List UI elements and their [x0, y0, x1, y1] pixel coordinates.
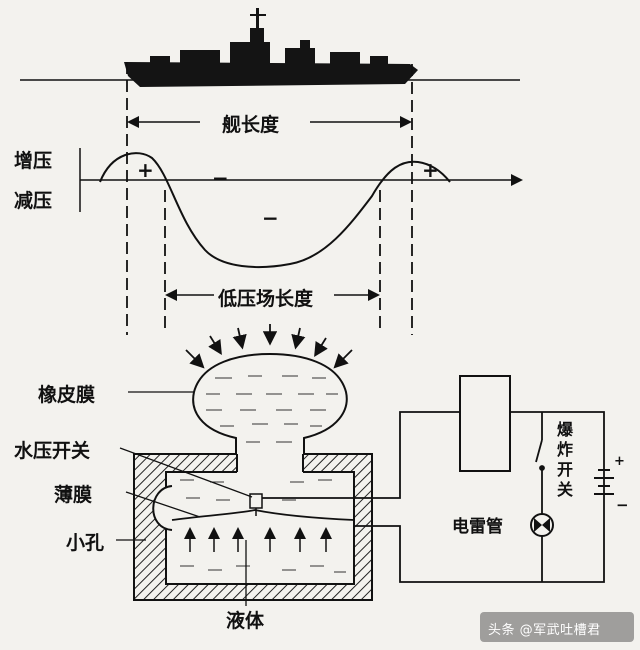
thin-film-label: 薄膜 — [54, 484, 93, 506]
rubber-membrane-label: 橡皮膜 — [38, 384, 96, 406]
circuit-wiring — [262, 411, 605, 583]
small-hole-label: 小孔 — [66, 532, 105, 554]
watermark-text: 头条 @军武吐槽君 — [488, 623, 601, 638]
detonator-label: 电雷管 — [452, 517, 503, 537]
minus-sign-lower: − — [262, 206, 279, 230]
leader-lines — [116, 391, 253, 606]
thin-film-line — [171, 509, 355, 521]
liquid-pressure-arrows — [184, 527, 332, 552]
membrane-liquid-dashes — [206, 375, 338, 443]
liquid-label: 液体 — [226, 610, 265, 632]
small-hole-chamber — [152, 485, 173, 531]
lower-chamber-dashes — [180, 565, 346, 573]
battery-plus-sign: + — [614, 454, 625, 469]
pressure-curve — [99, 152, 451, 269]
battery-symbol — [594, 469, 614, 495]
battery-minus-sign: − — [616, 496, 629, 514]
water-pressure-switch-label: 水压开关 — [14, 440, 91, 462]
plus-sign-left: + — [137, 158, 154, 182]
relay-box — [459, 375, 511, 472]
detonation-switch-label: 爆炸开关 — [556, 420, 573, 499]
minus-sign-upper: − — [212, 166, 229, 190]
plus-sign-right: + — [422, 158, 439, 182]
rubber-membrane-shape — [192, 352, 348, 462]
watermark-backdrop — [480, 612, 634, 642]
detonator-symbol — [530, 513, 554, 537]
pressure-arrows — [185, 324, 353, 369]
ship-silhouette — [124, 8, 418, 87]
detonation-switch-symbol — [535, 439, 545, 471]
pressure-decrease-label: 减压 — [14, 190, 53, 212]
switch-contact — [249, 493, 263, 509]
pressure-increase-label: 增压 — [14, 150, 53, 172]
low-pressure-field-label: 低压场长度 — [218, 288, 314, 310]
ship-length-label: 舰长度 — [222, 114, 280, 136]
